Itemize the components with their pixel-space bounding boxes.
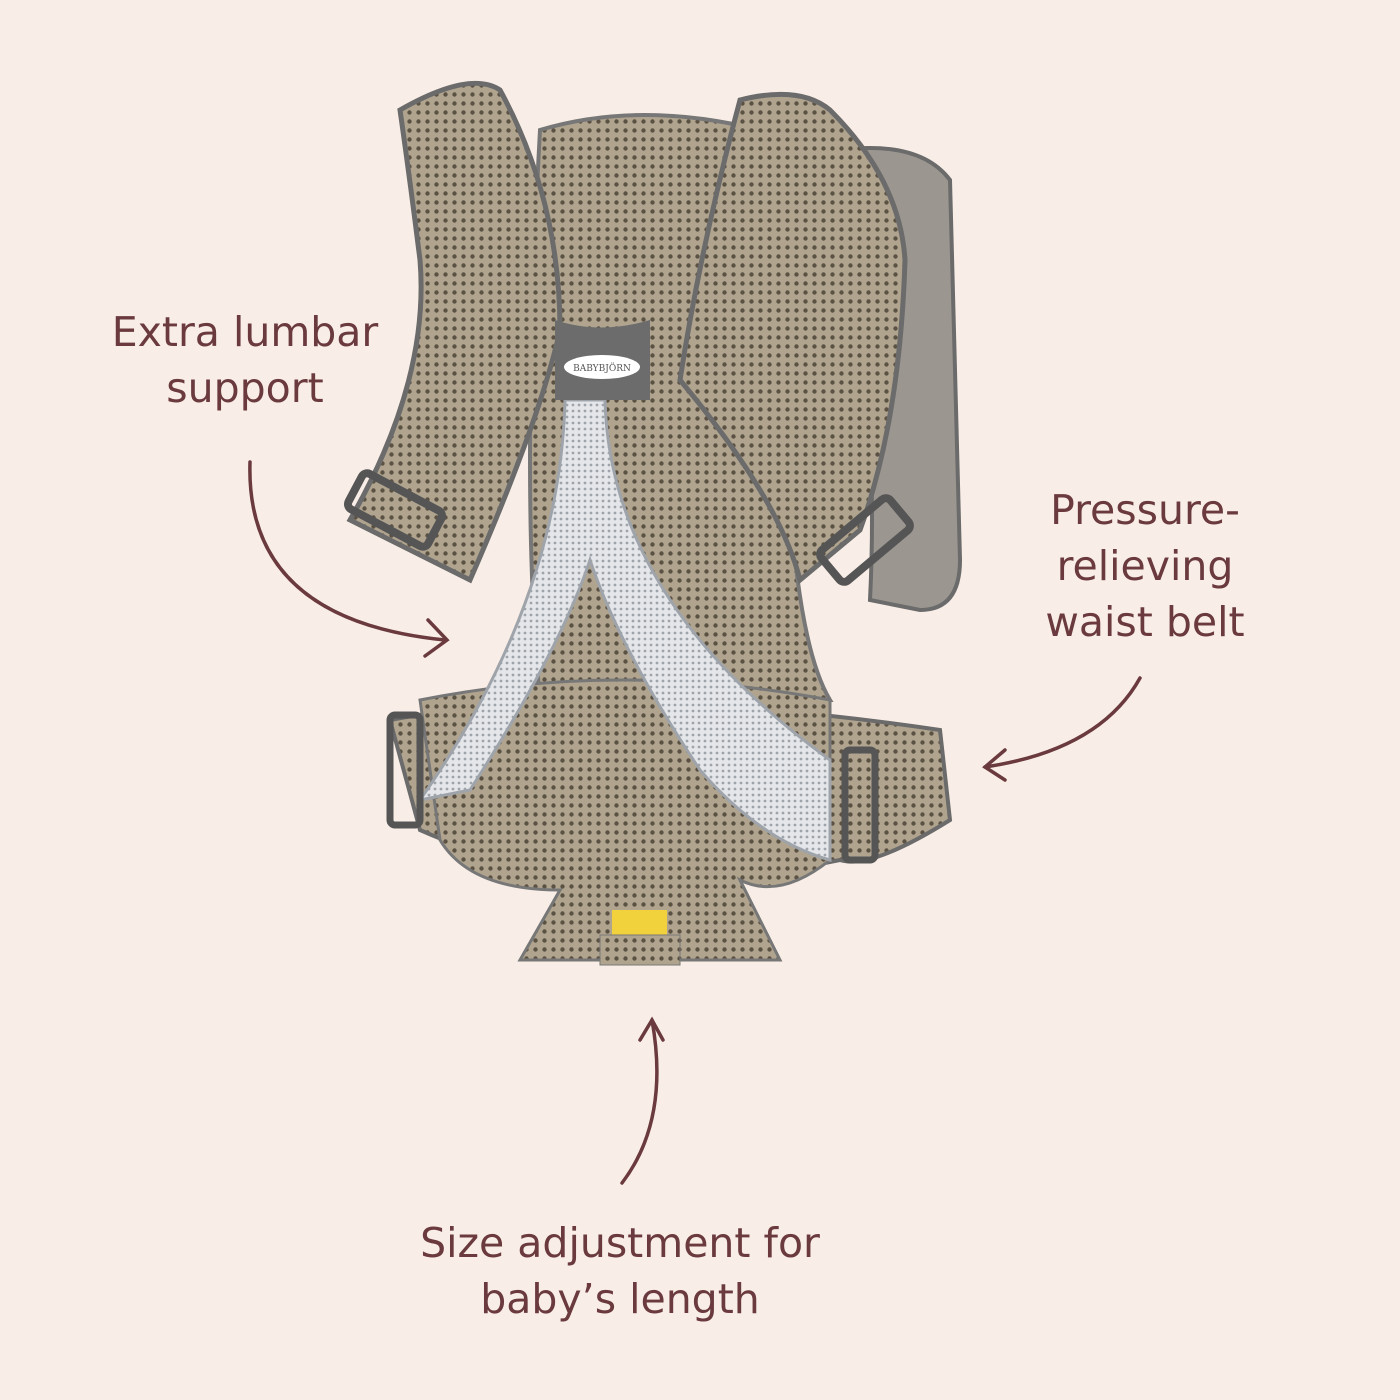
callout-waist-line2: relieving bbox=[1056, 542, 1234, 590]
buckle-right-shoulder bbox=[816, 494, 914, 586]
buckle-left-shoulder bbox=[343, 469, 447, 551]
callout-lumbar-support: Extra lumbar support bbox=[95, 304, 395, 416]
arrow-lumbar-head bbox=[423, 618, 450, 658]
callout-size-adjustment: Size adjustment for baby’s length bbox=[370, 1215, 870, 1327]
brand-logo bbox=[564, 355, 640, 379]
arrow-lumbar bbox=[248, 460, 447, 642]
arrow-size bbox=[620, 1018, 659, 1185]
arrow-size-head bbox=[638, 1016, 665, 1042]
callout-size-line1: Size adjustment for bbox=[420, 1219, 820, 1267]
arrow-waist-head bbox=[982, 748, 1007, 782]
callout-lumbar-line2: support bbox=[166, 364, 324, 412]
buckle-right-waist bbox=[841, 746, 879, 864]
buckle-left-waist bbox=[386, 711, 424, 829]
callout-waist-line3: waist belt bbox=[1045, 598, 1245, 646]
callout-lumbar-line1: Extra lumbar bbox=[111, 308, 379, 356]
callout-waist-belt: Pressure- relieving waist belt bbox=[1020, 482, 1270, 650]
inner-strap bbox=[416, 398, 832, 862]
brand-logo-text: BABYBJÖRN bbox=[573, 362, 631, 374]
callout-size-line2: baby’s length bbox=[480, 1275, 760, 1323]
left-shoulder-strap bbox=[346, 80, 563, 584]
arrow-waist bbox=[983, 676, 1142, 769]
callout-waist-line1: Pressure- bbox=[1050, 486, 1240, 534]
right-shoulder-strap bbox=[677, 91, 908, 585]
